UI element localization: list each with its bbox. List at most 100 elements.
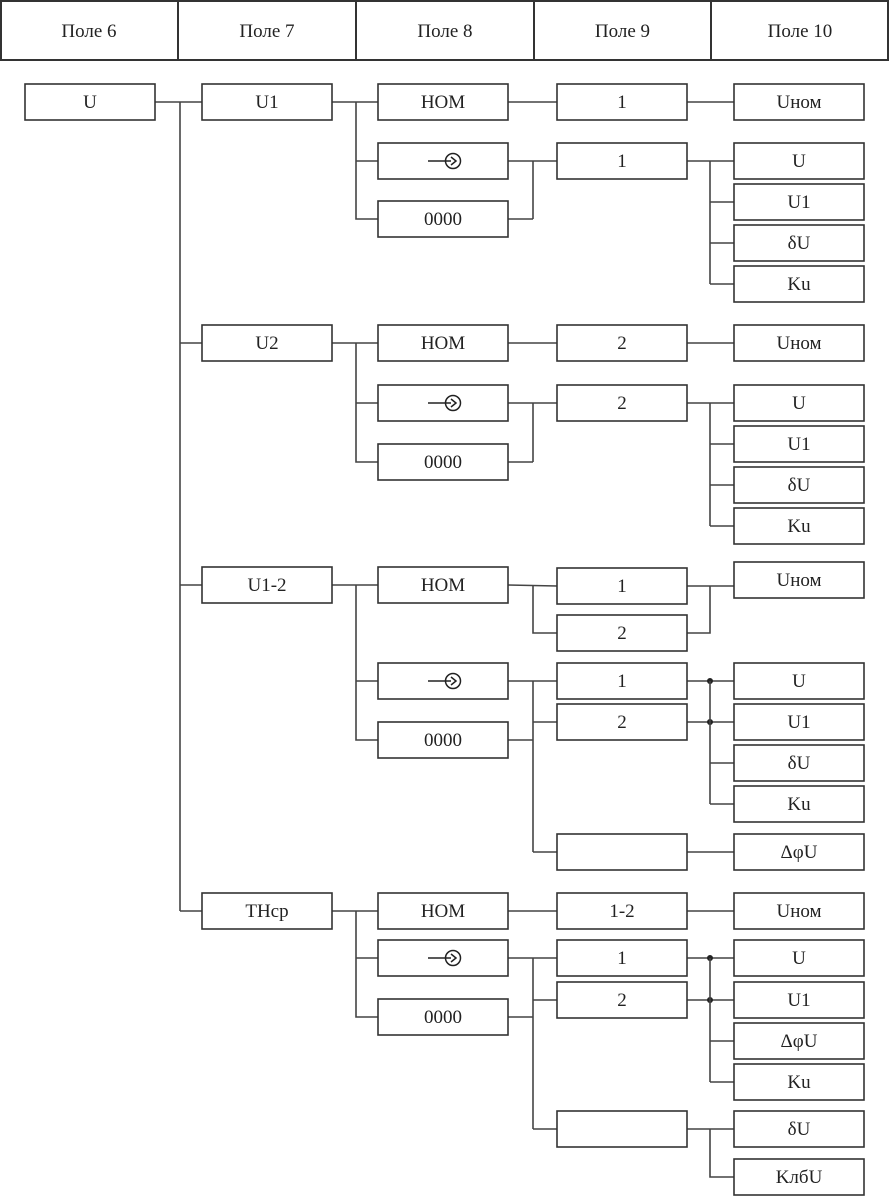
header-frame <box>0 0 889 61</box>
group-3-nom-channel-1[interactable]: 1 <box>556 567 688 605</box>
group-1-code-mode-frame <box>377 200 509 238</box>
arrow-into-circle-icon <box>428 672 462 690</box>
group-4-node[interactable]: THср <box>201 892 333 930</box>
group-4-extra-result-2[interactable]: KлбU <box>733 1158 865 1196</box>
group-4-measure-channel-2[interactable]: 2 <box>556 981 688 1019</box>
connector-line <box>532 585 557 634</box>
group-4-measure-result-1[interactable]: U <box>733 939 865 977</box>
group-3-extra-channel-frame <box>556 833 688 871</box>
header-column-6: Поле 6 <box>61 21 116 42</box>
group-4-measure-channel-2-label: 2 <box>617 990 627 1011</box>
group-3-nom-mode[interactable]: НОМ <box>377 566 509 604</box>
group-4-measure-result-4-frame <box>733 1063 865 1101</box>
group-1-measure-result-1[interactable]: U <box>733 142 865 180</box>
group-3-code-mode[interactable]: 0000 <box>377 721 509 759</box>
group-4-nom-mode-label: НОМ <box>421 901 465 922</box>
group-1-code-mode[interactable]: 0000 <box>377 200 509 238</box>
group-4-extra-result-2-label: KлбU <box>776 1167 823 1188</box>
group-1-nom-mode[interactable]: НОМ <box>377 83 509 121</box>
group-3-extra-channel[interactable] <box>556 833 688 871</box>
group-2-measure-channel-1[interactable]: 2 <box>556 384 688 422</box>
group-4-nom-result[interactable]: Uном <box>733 892 865 930</box>
group-4-measure-result-2[interactable]: U1 <box>733 981 865 1019</box>
group-1-node[interactable]: U1 <box>201 83 333 121</box>
group-2-nom-channel-1-frame <box>556 324 688 362</box>
connector-line <box>687 586 711 634</box>
group-2-measure-result-4[interactable]: Ku <box>733 507 865 545</box>
group-1-measure-mode[interactable] <box>377 142 509 180</box>
group-4-measure-result-3[interactable]: ΔφU <box>733 1022 865 1060</box>
group-4-nom-channel-1-label: 1-2 <box>609 901 634 922</box>
group-1-measure-result-3[interactable]: δU <box>733 224 865 262</box>
group-4-measure-result-4[interactable]: Ku <box>733 1063 865 1101</box>
group-4-measure-result-2-frame <box>733 981 865 1019</box>
group-4-measure-result-3-label: ΔφU <box>781 1031 818 1052</box>
group-3-nom-result[interactable]: Uном <box>733 561 865 599</box>
group-1-measure-result-3-label: δU <box>788 233 811 254</box>
group-1-measure-channel-1-frame <box>556 142 688 180</box>
group-4-code-mode-label: 0000 <box>424 1007 462 1028</box>
root-box-u[interactable]: U <box>24 83 156 121</box>
group-4-nom-result-label: Uном <box>776 901 821 922</box>
group-2-code-mode[interactable]: 0000 <box>377 443 509 481</box>
group-3-measure-result-1-label: U <box>792 671 806 692</box>
group-3-measure-result-2[interactable]: U1 <box>733 703 865 741</box>
connector-line <box>355 585 378 741</box>
group-4-extra-channel[interactable] <box>556 1110 688 1148</box>
group-3-nom-channel-2[interactable]: 2 <box>556 614 688 652</box>
group-2-node[interactable]: U2 <box>201 324 333 362</box>
group-1-nom-mode-label: НОМ <box>421 92 465 113</box>
group-1-measure-result-4-frame <box>733 265 865 303</box>
group-3-measure-result-3[interactable]: δU <box>733 744 865 782</box>
group-3-measure-channel-1[interactable]: 1 <box>556 662 688 700</box>
group-2-node-label: U2 <box>255 333 278 354</box>
group-3-measure-result-4[interactable]: Ku <box>733 785 865 823</box>
group-3-extra-result-1[interactable]: ΔφU <box>733 833 865 871</box>
group-4-measure-channel-2-frame <box>556 981 688 1019</box>
group-2-measure-result-2[interactable]: U1 <box>733 425 865 463</box>
group-4-measure-channel-1-label: 1 <box>617 948 627 969</box>
group-3-measure-channel-1-frame <box>556 662 688 700</box>
group-4-measure-channel-1-frame <box>556 939 688 977</box>
group-2-measure-mode[interactable] <box>377 384 509 422</box>
group-1-measure-channel-1[interactable]: 1 <box>556 142 688 180</box>
group-3-measure-result-4-label: Ku <box>787 794 811 815</box>
arrow-into-circle-icon <box>428 394 462 412</box>
group-4-nom-mode[interactable]: НОМ <box>377 892 509 930</box>
group-3-nom-result-frame <box>733 561 865 599</box>
root-box-u-frame <box>24 83 156 121</box>
group-3-measure-mode[interactable] <box>377 662 509 700</box>
group-4-node-frame <box>201 892 333 930</box>
group-4-measure-mode[interactable] <box>377 939 509 977</box>
group-1-code-mode-label: 0000 <box>424 209 462 230</box>
group-1-measure-result-3-frame <box>733 224 865 262</box>
group-1-measure-result-4[interactable]: Ku <box>733 265 865 303</box>
group-4-nom-channel-1[interactable]: 1-2 <box>556 892 688 930</box>
group-4-nom-channel-1-frame <box>556 892 688 930</box>
arrow-into-circle-icon <box>428 949 462 967</box>
group-4-code-mode[interactable]: 0000 <box>377 998 509 1036</box>
group-3-node[interactable]: U1-2 <box>201 566 333 604</box>
connector-lines <box>155 101 734 1178</box>
group-2-nom-channel-1[interactable]: 2 <box>556 324 688 362</box>
group-1-nom-result-frame <box>733 83 865 121</box>
group-2-nom-mode[interactable]: НОМ <box>377 324 509 362</box>
group-2-measure-result-3[interactable]: δU <box>733 466 865 504</box>
group-3-measure-channel-2[interactable]: 2 <box>556 703 688 741</box>
group-3-measure-result-1[interactable]: U <box>733 662 865 700</box>
group-2-code-mode-frame <box>377 443 509 481</box>
group-1-nom-result[interactable]: Uном <box>733 83 865 121</box>
group-4-measure-channel-1[interactable]: 1 <box>556 939 688 977</box>
group-4-extra-result-1[interactable]: δU <box>733 1110 865 1148</box>
group-2-measure-result-1[interactable]: U <box>733 384 865 422</box>
group-3-nom-channel-2-label: 2 <box>617 623 627 644</box>
group-1-nom-channel-1[interactable]: 1 <box>556 83 688 121</box>
group-2-nom-result[interactable]: Uном <box>733 324 865 362</box>
group-4-measure-result-4-label: Ku <box>787 1072 811 1093</box>
group-3-measure-result-1-frame <box>733 662 865 700</box>
group-1-measure-result-2[interactable]: U1 <box>733 183 865 221</box>
group-1-node-label: U1 <box>255 92 278 113</box>
